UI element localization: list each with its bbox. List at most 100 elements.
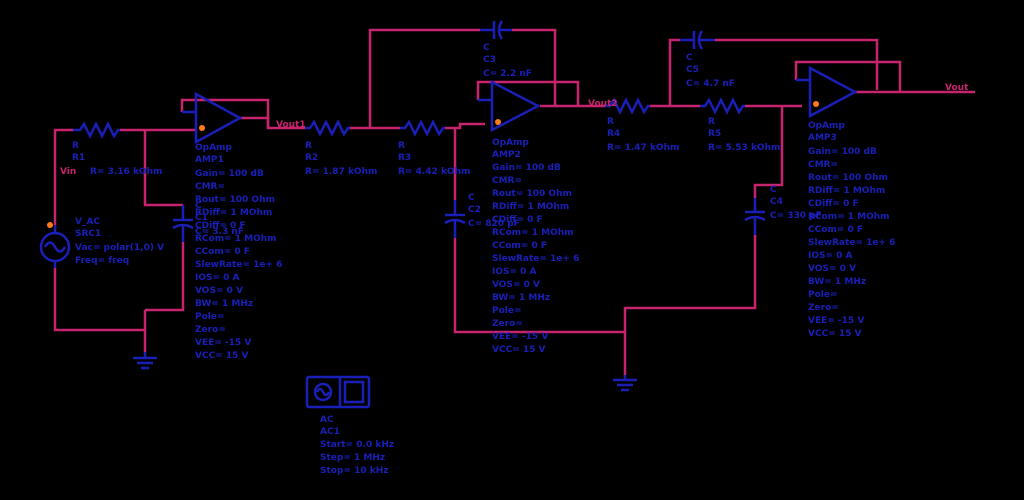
opamp-param-label: CMR= [492, 176, 522, 186]
ac-sim-icon [313, 382, 333, 402]
ac-source-src1[interactable]: V_AC SRC1 Vac= polar(1,0) V Freq= freq [39, 217, 164, 268]
opamp-param-label: Zero= [808, 303, 839, 313]
opamp-param-label: CDiff= 0 F [492, 215, 543, 225]
wire-c1-ground [145, 242, 185, 312]
opamp-param-label: IOS= 0 A [492, 267, 537, 277]
opamp-input-pin[interactable] [495, 119, 501, 125]
wire-c1-node [143, 130, 183, 207]
source-type-label: V_AC [75, 217, 100, 227]
opamp-input-pin[interactable] [813, 101, 819, 107]
wire-amp1-out [240, 116, 305, 130]
capacitor-type-label: C [686, 53, 693, 63]
net-label-vout2: Vout2 [588, 99, 618, 109]
opamp-param-label: VCC= 15 V [195, 351, 249, 361]
resistor-value-label: R= 5.53 kOhm [708, 143, 780, 153]
analysis-stop-label: Stop= 10 kHz [320, 466, 389, 476]
opamp-param-label: RCom= 1 MOhm [195, 234, 277, 244]
wire-amp3-feedback [794, 60, 902, 92]
wire-c3-right [512, 28, 557, 106]
analysis-id-label: AC1 [320, 427, 340, 437]
source-freq-label: Freq= freq [75, 256, 129, 266]
opamp-param-label: IOS= 0 A [808, 251, 853, 261]
net-label-vout1: Vout1 [276, 120, 306, 130]
opamp-param-label: CDiff= 0 F [195, 221, 246, 231]
opamp-input-pin[interactable] [199, 125, 205, 131]
capacitor-id-label: C4 [770, 197, 783, 207]
resistor-r3[interactable]: R R3 R= 4.42 kOhm [398, 119, 470, 177]
opamp-param-label: Gain= 100 dB [492, 163, 561, 173]
analysis-start-label: Start= 0.0 kHz [320, 440, 394, 450]
resistor-r2[interactable]: R R2 R= 1.87 kOhm [305, 119, 377, 177]
opamp-param-label: VEE= -15 V [808, 316, 864, 326]
opamp-id-label: AMP1 [195, 155, 224, 165]
opamp-param-label: CCom= 0 F [492, 241, 547, 251]
capacitor-id-label: C1 [195, 213, 208, 223]
opamp-param-label: VCC= 15 V [492, 345, 546, 355]
wire-c4-node [753, 106, 784, 198]
opamp-param-label: SlewRate= 1e+ 6 [195, 260, 282, 270]
resistor-r4[interactable]: R R4 R= 1.47 kOhm [605, 97, 679, 153]
source-id-label: SRC1 [75, 229, 101, 239]
capacitor-c1[interactable]: C C1 C= 3.3 nF [172, 201, 244, 242]
opamp-param-label: Gain= 100 dB [195, 169, 264, 179]
resistor-type-label: R [72, 141, 79, 151]
resistor-r1[interactable]: R R1 R= 3.16 kOhm [72, 121, 162, 177]
opamp-param-label: CCom= 0 F [195, 247, 250, 257]
source-vac-label: Vac= polar(1,0) V [75, 243, 164, 253]
opamp-param-label: VOS= 0 V [808, 264, 856, 274]
capacitor-value-label: C= 330 pF [770, 211, 822, 221]
resistor-id-label: R5 [708, 129, 721, 139]
wires [53, 28, 975, 375]
opamp-param-label: VEE= -15 V [195, 338, 251, 348]
opamp-param-label: CCom= 0 F [808, 225, 863, 235]
opamp-id-label: AMP2 [492, 150, 521, 160]
opamp-param-label: CDiff= 0 F [808, 199, 859, 209]
opamp-param-label: RDiff= 1 MOhm [195, 208, 272, 218]
capacitor-c3[interactable]: C C3 C= 2.2 nF [480, 20, 532, 79]
opamp-param-label: RCom= 1 MOhm [492, 228, 574, 238]
ground-symbol-left [133, 352, 157, 370]
net-label-vin: Vin [60, 167, 76, 177]
ac-simulation-ac1[interactable]: AC AC1 Start= 0.0 kHz Step= 1 MHz Stop= … [305, 375, 394, 476]
wire-c5-right [715, 38, 879, 90]
resistor-type-label: R [708, 117, 715, 127]
opamp-param-label: Rout= 100 Ohm [492, 189, 572, 199]
opamp-param-label: Gain= 100 dB [808, 147, 877, 157]
capacitor-c5[interactable]: C C5 C= 4.7 nF [680, 30, 735, 89]
opamp-amp2[interactable]: OpAmp AMP2 Gain= 100 dB CMR= Rout= 100 Ohm… [478, 79, 579, 355]
opamp-param-label: RDiff= 1 MOhm [808, 186, 885, 196]
capacitor-value-label: C= 4.7 nF [686, 79, 735, 89]
opamp-type-label: OpAmp [492, 138, 529, 148]
opamp-param-label: Pole= [492, 306, 522, 316]
resistor-id-label: R2 [305, 153, 318, 163]
resistor-id-label: R1 [72, 153, 85, 163]
resistor-value-label: R= 4.42 kOhm [398, 167, 470, 177]
opamp-param-label: BW= 1 MHz [195, 299, 253, 309]
opamp-param-label: Rout= 100 Ohm [808, 173, 888, 183]
source-pin[interactable] [47, 222, 53, 228]
capacitor-c2[interactable]: C C2 C= 820 pF [444, 193, 520, 238]
opamp-param-label: CMR= [195, 182, 225, 192]
wire-source-bottom [53, 268, 145, 332]
opamp-id-label: AMP3 [808, 133, 837, 143]
wire-amp2-feedback [476, 80, 580, 106]
capacitor-type-label: C [483, 43, 490, 53]
capacitor-c4[interactable]: C C4 C= 330 pF [744, 185, 822, 235]
opamp-param-label: BW= 1 MHz [492, 293, 550, 303]
opamp-param-label: VOS= 0 V [492, 280, 540, 290]
analysis-step-label: Step= 1 MHz [320, 453, 385, 463]
capacitor-value-label: C= 3.3 nF [195, 227, 244, 237]
resistor-r5[interactable]: R R5 R= 5.53 kOhm [700, 97, 780, 153]
resistor-id-label: R3 [398, 153, 411, 163]
wire-c3-left [368, 28, 480, 128]
resistor-id-label: R4 [607, 129, 620, 139]
capacitor-id-label: C2 [468, 205, 481, 215]
opamp-param-label: VEE= -15 V [492, 332, 548, 342]
wire-source-top [53, 128, 73, 225]
opamp-param-label: CMR= [808, 160, 838, 170]
opamp-param-label: RCom= 1 MOhm [808, 212, 890, 222]
resistor-value-label: R= 3.16 kOhm [90, 167, 162, 177]
